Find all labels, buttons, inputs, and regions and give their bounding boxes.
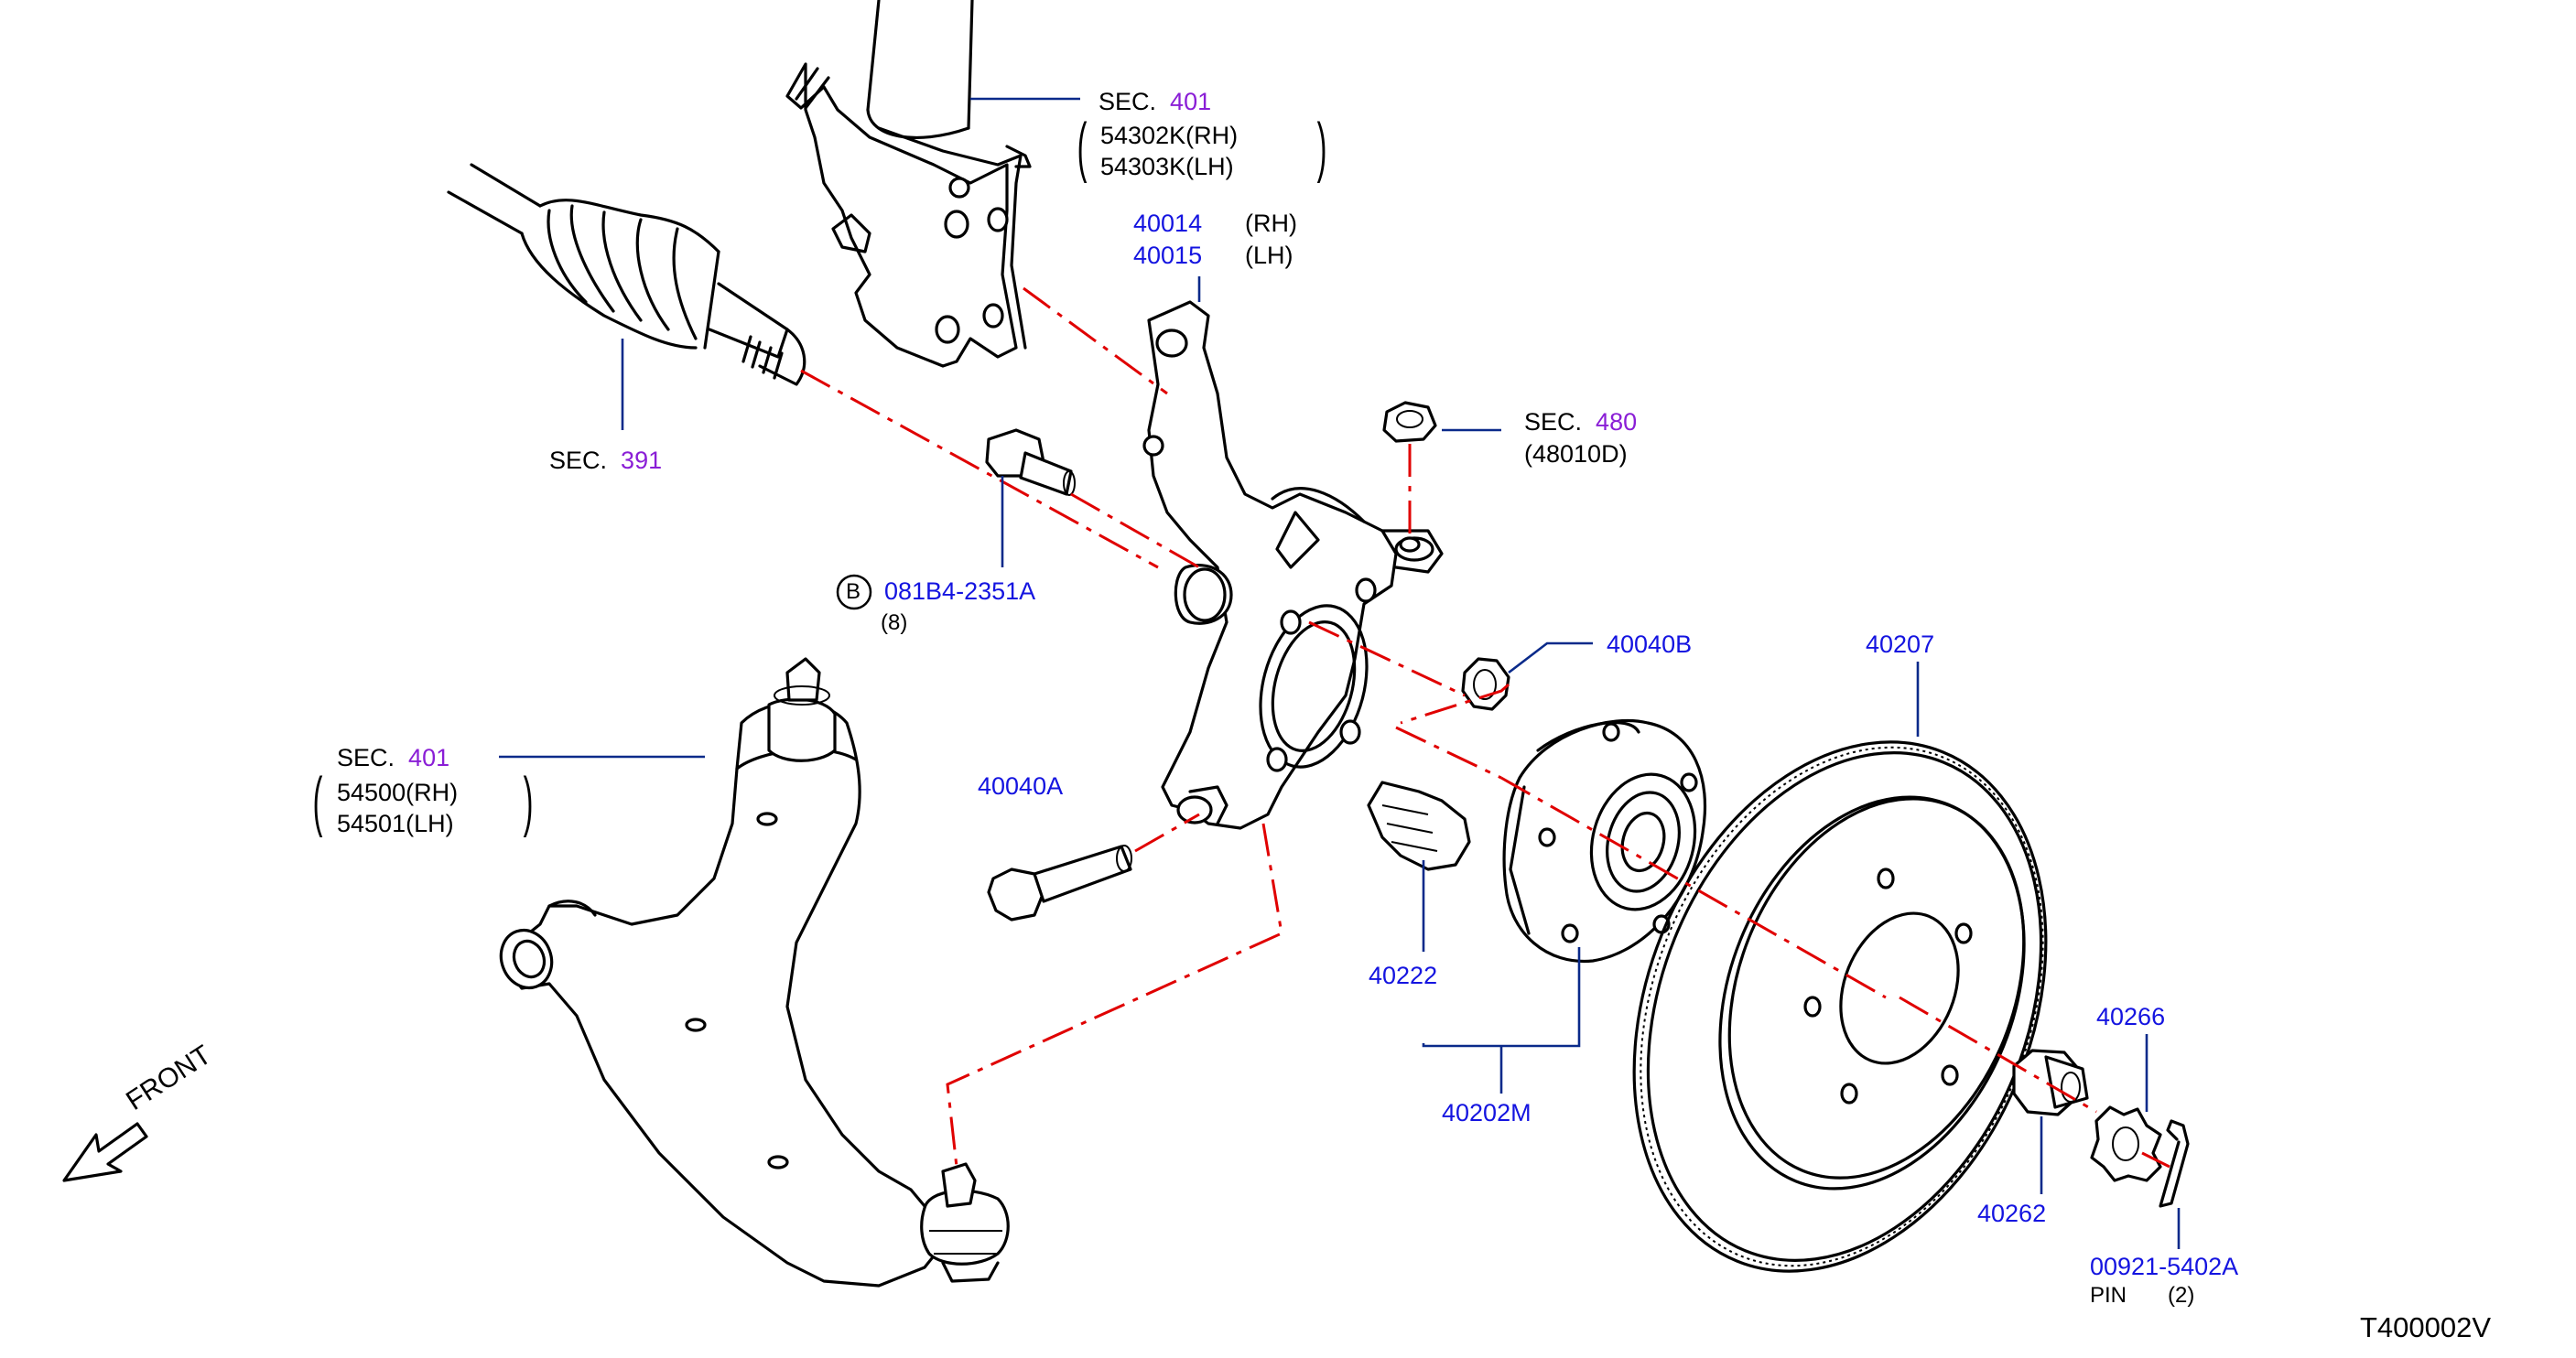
hub-assembly-drawing [1367,718,1707,964]
strut-rh-part[interactable]: 54302K(RH) [1100,122,1239,149]
cotter-pin-drawing [2159,1119,2190,1208]
tierod-sec-number[interactable]: 480 [1596,408,1638,436]
nut-retainer-part[interactable]: 40266 [2096,1003,2166,1030]
knuckle-rh-part[interactable]: 40014 [1133,210,1203,237]
hub-nut-part[interactable]: 40262 [1977,1200,2047,1227]
tierod-sec-text: SEC. [1524,408,1583,436]
nut-retainer-drawing [2090,1105,2162,1182]
strut-drawing [785,0,1032,368]
bolt-badge-circle [836,574,872,610]
lower-arm-paren-right: ) [523,765,534,838]
front-arrow-icon [62,1122,148,1182]
lower-arm-sec-number[interactable]: 401 [408,744,450,771]
cotter-pin-part[interactable]: 00921-5402A [2090,1253,2239,1280]
tierod-part[interactable]: (48010D) [1524,440,1628,468]
knuckle-drawing [1142,300,1444,830]
knuckle-rh-tag: (RH) [1245,210,1297,237]
rotor-drawing [1632,740,2048,1273]
diagram-code: T400002V [2360,1311,2492,1343]
bolt-part[interactable]: 081B4-2351A [884,577,1036,605]
upper-bolt-drawing [985,428,1076,496]
strut-sec-text: SEC. [1099,88,1157,115]
lower-arm-sec-text: SEC. [337,744,395,771]
knuckle-lh-tag: (LH) [1245,242,1293,269]
cotter-pin-name: PIN [2090,1283,2127,1308]
strut-lh-part[interactable]: 54303K(LH) [1100,153,1234,180]
nut-40040b-part[interactable]: 40040B [1607,630,1693,658]
lower-arm-rh-part[interactable]: 54500(RH) [337,779,459,806]
strut-sec-number[interactable]: 401 [1170,88,1212,115]
strut-sec-label: SEC. 401 [1099,87,1211,116]
leader-lines [499,97,2181,1249]
strut-paren-left: ( [1077,111,1088,184]
lower-arm-lh-part[interactable]: 54501(LH) [337,810,454,837]
strut-paren-right: ) [1316,111,1327,184]
bolt-40040a-part[interactable]: 40040A [978,772,1064,800]
bolt-badge: B [846,579,861,604]
tierod-sec-label: SEC. 480 [1524,407,1637,436]
knuckle-lh-part[interactable]: 40015 [1133,242,1203,269]
driveshaft-sec-label: SEC. 391 [549,446,662,475]
center-lines [800,286,2170,1169]
hub-assy-part[interactable]: 40202M [1442,1099,1532,1126]
driveshaft-sec-text: SEC. [549,447,608,474]
lower-arm-sec-label: SEC. 401 [337,743,449,772]
bolt-qty: (8) [881,610,908,635]
nut-40040b-drawing [1461,657,1510,711]
hub-nut-drawing [2012,1049,2089,1116]
bolt-40040a-drawing [987,845,1132,922]
driveshaft-drawing [447,163,806,386]
cotter-pin-qty: (2) [2168,1283,2195,1308]
hub-bolt-part[interactable]: 40222 [1369,962,1438,989]
tierod-nut-drawing [1382,401,1437,553]
lower-arm-paren-left: ( [312,765,323,838]
rotor-part[interactable]: 40207 [1866,630,1935,658]
lower-arm-drawing [499,657,1010,1288]
driveshaft-sec-number[interactable]: 391 [621,447,663,474]
